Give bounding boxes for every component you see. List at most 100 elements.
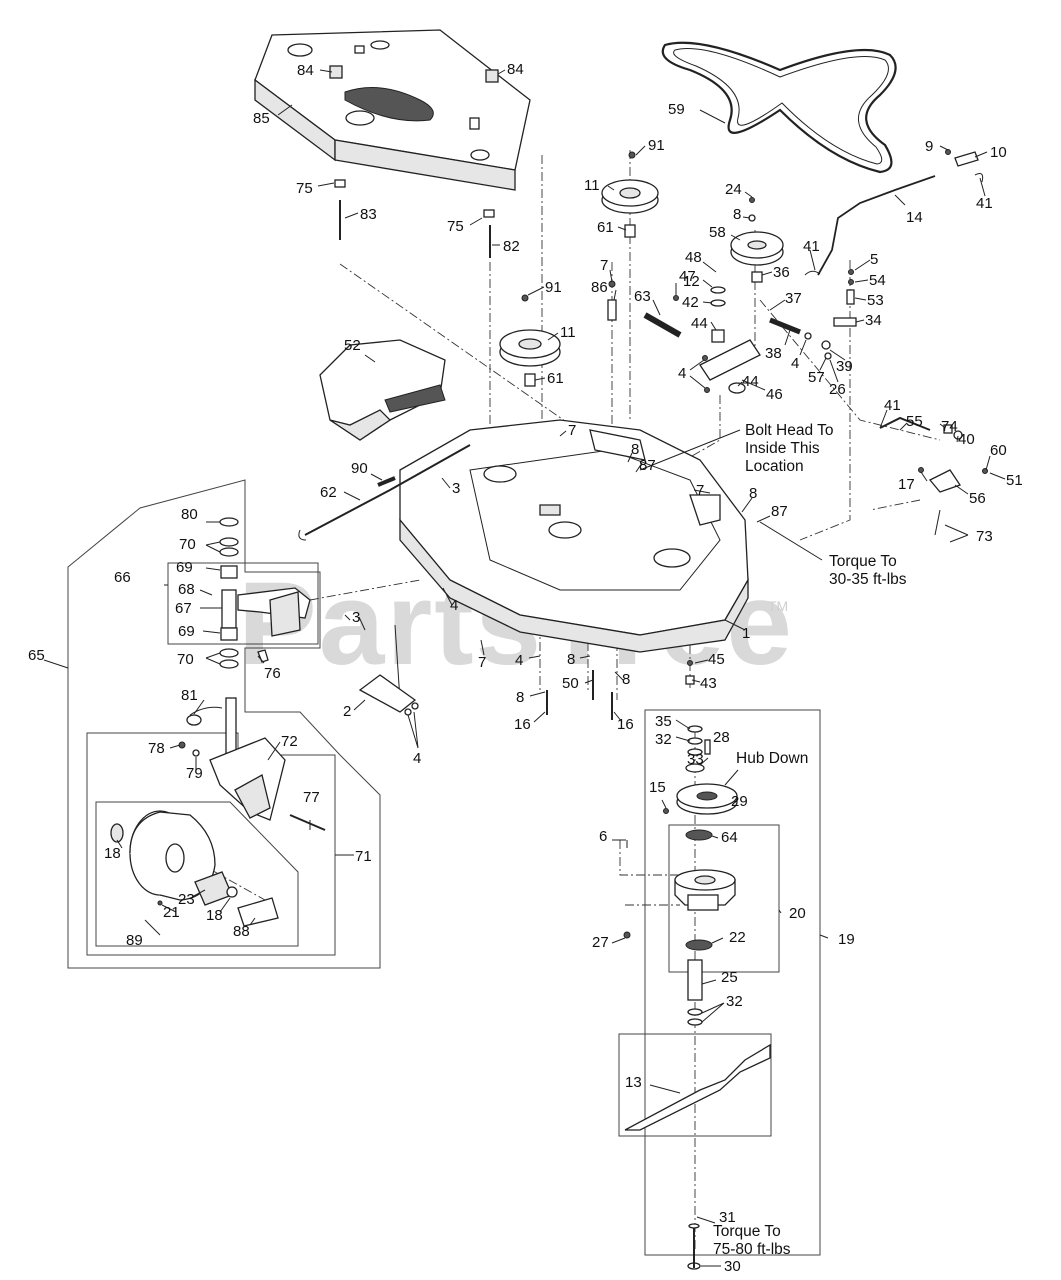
- callout-80: 80: [181, 506, 198, 523]
- callout-32-upper: 32: [655, 731, 672, 748]
- note-bolt-head-line2: Inside This: [745, 440, 820, 457]
- callout-4-right: 4: [791, 355, 799, 372]
- note-torque-75-line2: 75-80 ft-lbs: [713, 1241, 791, 1258]
- callout-62: 62: [320, 484, 337, 501]
- callout-51: 51: [1006, 472, 1023, 489]
- latch-84-right: [485, 69, 499, 83]
- callout-16-left: 16: [514, 716, 531, 733]
- callout-57: 57: [808, 369, 825, 386]
- callout-82: 82: [503, 238, 520, 255]
- callout-41-lower: 41: [884, 397, 901, 414]
- callout-7-upper: 7: [600, 257, 608, 274]
- callout-60: 60: [990, 442, 1007, 459]
- caster-assembly: [178, 517, 326, 831]
- callout-24: 24: [725, 181, 742, 198]
- callout-63: 63: [634, 288, 651, 305]
- callouts: 84 84 85 75 83 75 82 59 91 11 61 24 8 58…: [28, 61, 1023, 1275]
- callout-17: 17: [898, 476, 915, 493]
- callout-39: 39: [836, 358, 853, 375]
- idler-pulley-58: [730, 231, 784, 283]
- callout-14: 14: [906, 209, 923, 226]
- callout-61-upper: 61: [597, 219, 614, 236]
- callout-16-right: 16: [617, 716, 634, 733]
- callout-28: 28: [713, 729, 730, 746]
- callout-5: 5: [870, 251, 878, 268]
- callout-61-lower: 61: [547, 370, 564, 387]
- callout-1: 1: [742, 625, 750, 642]
- callout-43: 43: [700, 675, 717, 692]
- callout-41-right: 41: [976, 195, 993, 212]
- callout-45: 45: [708, 651, 725, 668]
- callout-71: 71: [355, 848, 372, 865]
- callout-48: 48: [685, 249, 702, 266]
- callout-36: 36: [773, 264, 790, 281]
- group-box-71: [86, 732, 336, 956]
- callout-2: 2: [343, 703, 351, 720]
- callout-77: 77: [303, 789, 320, 806]
- callout-75-left: 75: [296, 180, 313, 197]
- callout-85: 85: [253, 110, 270, 127]
- callout-8-deck-a: 8: [567, 651, 575, 668]
- callout-87-left: 87: [639, 457, 656, 474]
- callout-3-upper: 3: [452, 480, 460, 497]
- callout-12: 12: [683, 273, 700, 290]
- note-torque-30-line2: 30-35 ft-lbs: [829, 571, 907, 588]
- deck-cover: [254, 29, 531, 191]
- callout-22: 22: [729, 929, 746, 946]
- callout-8-mid: 8: [631, 441, 639, 458]
- idler-pulley-upper: [601, 151, 659, 238]
- callout-29: 29: [731, 793, 748, 810]
- callout-59: 59: [668, 101, 685, 118]
- callout-10: 10: [990, 144, 1007, 161]
- callout-58: 58: [709, 224, 726, 241]
- callout-26: 26: [829, 381, 846, 398]
- callout-66: 66: [114, 569, 131, 586]
- callout-7-mid: 7: [568, 422, 576, 439]
- blade-spindle: [623, 725, 738, 1026]
- callout-69-lower: 69: [178, 623, 195, 640]
- callout-90: 90: [351, 460, 368, 477]
- callout-33: 33: [687, 751, 704, 768]
- callout-87-right: 87: [771, 503, 788, 520]
- callout-53: 53: [867, 292, 884, 309]
- callout-91-upper: 91: [648, 137, 665, 154]
- callout-4-bracket: 4: [678, 365, 686, 382]
- note-torque-75-line1: Torque To: [713, 1223, 781, 1240]
- group-box-65: [67, 479, 381, 969]
- lift-rod-62: [298, 444, 471, 541]
- group-boxes: [67, 479, 821, 1256]
- callout-13: 13: [625, 1074, 642, 1091]
- callout-19: 19: [838, 931, 855, 948]
- callout-69-upper: 69: [176, 559, 193, 576]
- callout-20: 20: [789, 905, 806, 922]
- callout-83: 83: [360, 206, 377, 223]
- deck-cover-front: [334, 139, 516, 191]
- callout-65: 65: [28, 647, 45, 664]
- note-torque-30-line1: Torque To: [829, 553, 897, 570]
- blade-bolt: [687, 1223, 701, 1270]
- caster-wheel: [110, 810, 279, 927]
- callout-35: 35: [655, 713, 672, 730]
- callout-15: 15: [649, 779, 666, 796]
- callout-25: 25: [721, 969, 738, 986]
- note-hub-down: Hub Down: [736, 750, 808, 767]
- callout-42: 42: [682, 294, 699, 311]
- callout-41-mid: 41: [803, 238, 820, 255]
- watermark-trademark: TM: [768, 598, 788, 614]
- callout-34: 34: [865, 312, 882, 329]
- callout-3-lower: 3: [352, 609, 360, 626]
- callout-27: 27: [592, 934, 609, 951]
- callout-23: 23: [178, 891, 195, 908]
- callout-88: 88: [233, 923, 250, 940]
- group-box-19: [644, 709, 821, 1256]
- callout-84-left: 84: [297, 62, 314, 79]
- mower-blade: [624, 1043, 771, 1131]
- callout-8-deck-b: 8: [622, 671, 630, 688]
- notes: Bolt Head To Inside This Location Torque…: [713, 422, 907, 1258]
- group-box-13: [618, 1033, 772, 1137]
- callout-55: 55: [906, 413, 923, 430]
- callout-68: 68: [178, 581, 195, 598]
- discharge-chute: [319, 339, 446, 441]
- bolts: [334, 179, 988, 720]
